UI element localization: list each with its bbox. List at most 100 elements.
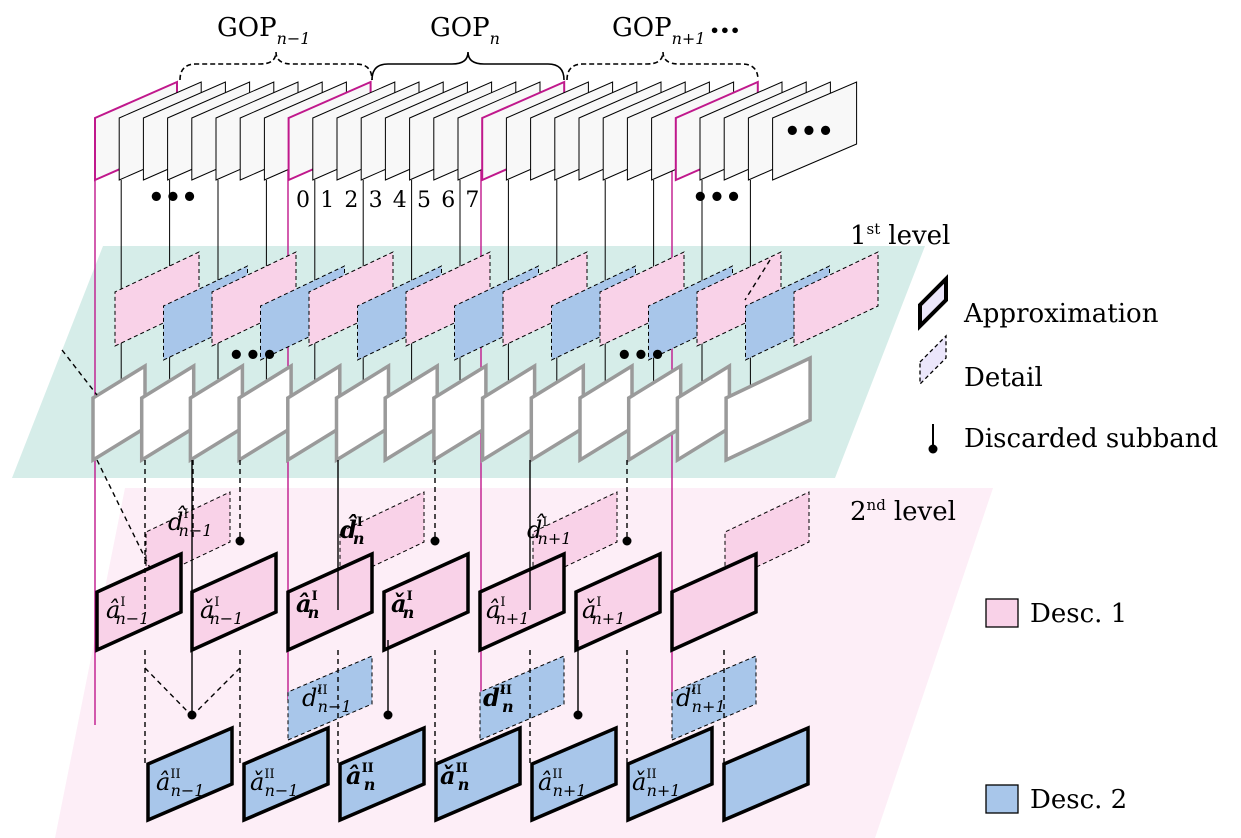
legend-detail: Detail <box>964 363 1043 393</box>
level2-approx-subband <box>382 551 470 653</box>
frame-index: 6 <box>441 188 455 213</box>
level2-approx-subband <box>95 551 183 653</box>
discarded-subband-marker <box>235 536 245 546</box>
desc2-legend-swatch <box>985 784 1019 814</box>
level1-frame <box>139 362 196 464</box>
connector-dashed <box>61 349 98 396</box>
discarded-subband-marker <box>187 710 197 720</box>
level3-approx-subband <box>434 725 522 823</box>
level1-frame <box>91 362 147 464</box>
connector-dashed <box>96 459 151 569</box>
level1-frame <box>724 355 812 463</box>
level3-approx-subband <box>338 725 426 823</box>
frame-index: 2 <box>344 188 358 213</box>
gop-next-label: GOPn+1••• <box>612 13 740 48</box>
connector-dashed <box>144 667 189 713</box>
detail-subband <box>793 251 879 347</box>
level1-frame <box>286 362 342 464</box>
discarded-subband-marker <box>430 536 440 546</box>
gop-next-brace <box>566 51 759 81</box>
level3-approx-subband <box>146 725 234 823</box>
ellipsis-subband-left: ••• <box>228 341 278 371</box>
detail-legend-icon <box>919 334 947 386</box>
detail-subband <box>599 251 685 347</box>
ellipsis-top-right: ••• <box>692 183 742 213</box>
frame-index: 3 <box>369 188 383 213</box>
ellipsis-subband-right: ••• <box>616 341 666 371</box>
video-frame <box>772 81 858 181</box>
level1-frame <box>188 362 245 464</box>
gop-curr-label: GOPn <box>430 13 500 48</box>
level3-approx-subband <box>626 725 714 823</box>
legend-discarded: Discarded subband <box>964 424 1218 454</box>
level3-approx-subband <box>722 725 810 823</box>
gop-curr-brace <box>371 51 565 81</box>
legend-approximation: Approximation <box>963 299 1159 329</box>
detail-subband <box>308 251 394 347</box>
level2-approx-subband <box>574 551 662 653</box>
gop-prev-label: GOPn−1 <box>217 13 310 48</box>
level3-detail-subband <box>287 655 373 741</box>
discarded-subband-marker <box>622 536 632 546</box>
discarded-subband-marker <box>383 710 393 720</box>
gop-braces <box>179 51 759 81</box>
frame-index: 4 <box>393 188 407 213</box>
detail-subband <box>405 251 491 347</box>
frame-index: 7 <box>465 188 479 213</box>
level3-approx-subband <box>530 725 618 823</box>
frame-index: 1 <box>320 188 334 213</box>
desc1-legend-swatch <box>985 598 1019 628</box>
level1-frame <box>383 362 439 464</box>
level2-approx-subband <box>478 551 566 653</box>
level1-frame <box>675 362 732 464</box>
detail-subband <box>502 251 588 347</box>
frame-index: 0 <box>296 188 310 213</box>
level1-frame <box>237 362 293 464</box>
level1-frame <box>529 362 586 464</box>
frame-index: 5 <box>417 188 431 213</box>
discarded-legend-dot <box>928 444 938 454</box>
level3-detail-subband <box>479 655 565 741</box>
ellipsis-top-left: ••• <box>148 183 198 213</box>
level2-approx-subband <box>286 551 374 653</box>
discarded-subband-marker <box>573 710 583 720</box>
level3-detail-subband <box>671 655 757 741</box>
level3-approx-subband <box>242 725 330 823</box>
legend-desc1: Desc. 1 <box>1030 599 1127 629</box>
gop-prev-brace <box>179 51 373 81</box>
legend: Approximation Detail Discarded subband D… <box>918 274 1218 815</box>
detail-subband <box>114 251 200 347</box>
connector-dashed <box>195 667 241 713</box>
detail-subband <box>211 251 297 347</box>
level1-frame <box>334 362 391 464</box>
legend-desc2: Desc. 2 <box>1030 785 1127 815</box>
level1-frame <box>480 362 537 464</box>
level1-frame <box>578 362 634 464</box>
level1-frame <box>432 362 488 464</box>
connector-dashed <box>744 259 771 301</box>
ellipsis-last-frame: ••• <box>784 117 834 147</box>
level1-frame <box>626 362 683 464</box>
